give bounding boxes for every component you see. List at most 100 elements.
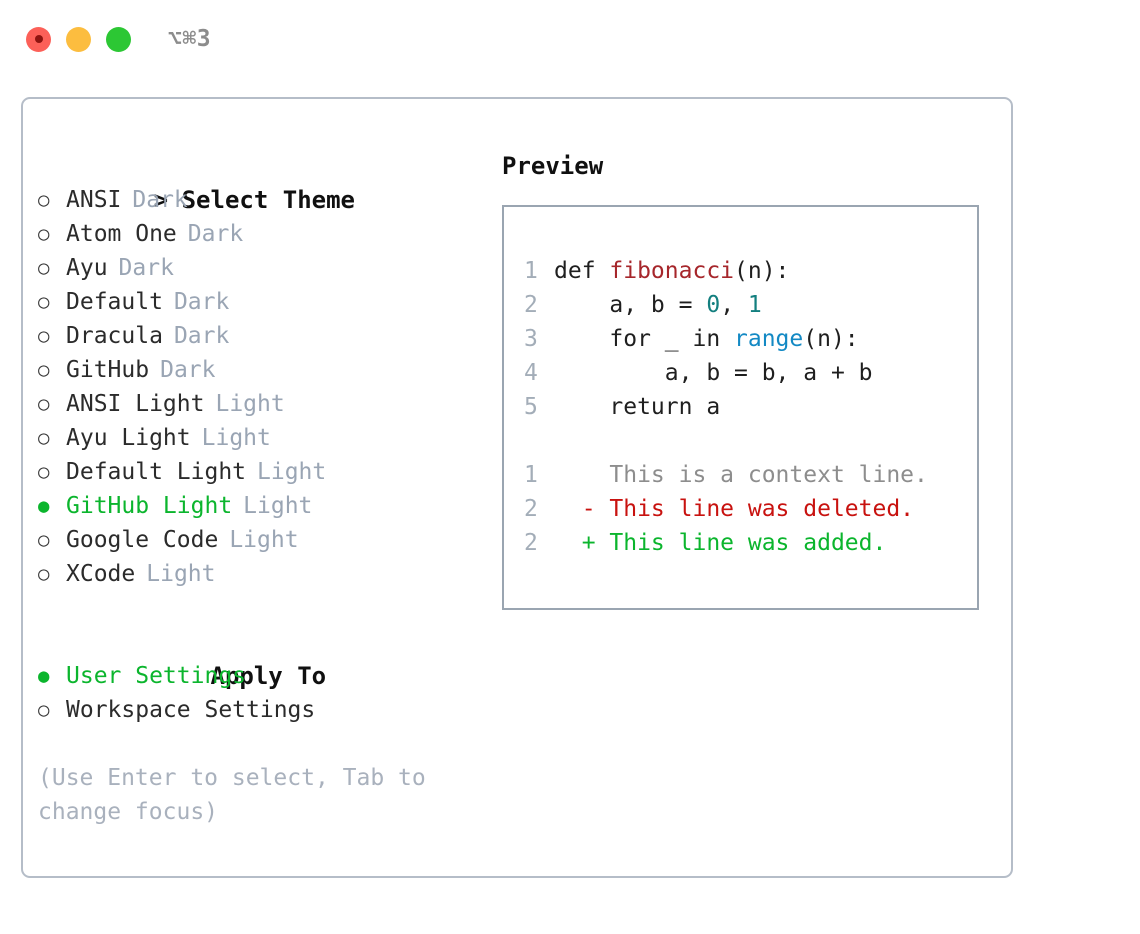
code-line-1: 2 a, b = 0, 1 <box>524 288 977 322</box>
theme-option-label: Default Light <box>66 459 247 485</box>
code-token: 0 <box>706 292 721 318</box>
radio-unselected-icon: ○ <box>38 393 50 415</box>
theme-option-tag: Dark <box>173 289 230 315</box>
theme-option-10[interactable]: ○ Google Code Light <box>38 523 468 557</box>
theme-option-tag: Light <box>146 561 216 587</box>
code-token: a, b = <box>554 292 707 318</box>
radio-unselected-icon: ○ <box>38 257 50 279</box>
apply-to-section: Apply To ● User Settings ○ Workspace Settin… <box>38 625 468 727</box>
code-token: range <box>734 326 804 352</box>
theme-option-tag: Dark <box>160 357 216 383</box>
code-line-number: 1 <box>524 258 538 284</box>
radio-unselected-icon: ○ <box>38 325 50 347</box>
radio-unselected-icon: ○ <box>38 359 50 381</box>
minimize-button[interactable] <box>66 26 91 52</box>
maximize-button[interactable] <box>106 26 131 52</box>
apply-to-option-0[interactable]: ● User Settings <box>38 659 468 693</box>
theme-option-tag: Light <box>201 425 271 451</box>
diff-line-0: 1 This is a context line. <box>524 458 977 492</box>
apply-to-option-label: User Settings <box>66 663 247 689</box>
theme-option-9[interactable]: ● GitHub Light Light <box>38 489 468 523</box>
code-token: 1 <box>747 292 762 318</box>
apply-to-option-label: Workspace Settings <box>66 697 316 723</box>
code-token: def <box>554 258 610 284</box>
code-line-number: 5 <box>524 394 538 420</box>
theme-option-2[interactable]: ○ Ayu Dark <box>38 251 468 285</box>
theme-option-label: GitHub <box>66 357 150 383</box>
preview-title: Preview <box>502 152 604 180</box>
theme-option-8[interactable]: ○ Default Light Light <box>38 455 468 489</box>
theme-option-1[interactable]: ○ Atom One Dark <box>38 217 468 251</box>
close-button[interactable] <box>26 26 51 52</box>
theme-option-label: GitHub Light <box>66 493 233 519</box>
code-line-number: 3 <box>524 326 538 352</box>
theme-option-3[interactable]: ○ Default Dark <box>38 285 468 319</box>
keyboard-hint: (Use Enter to select, Tab to change focu… <box>38 765 440 825</box>
theme-option-label: Google Code <box>66 527 219 553</box>
code-token: fibonacci <box>609 258 735 284</box>
theme-option-tag: Dark <box>173 323 230 349</box>
page-title: Select Theme <box>181 186 355 214</box>
caret-icon: > <box>153 186 169 214</box>
theme-option-label: Default <box>66 289 163 315</box>
theme-option-tag: Light <box>243 493 313 519</box>
apply-to-title: Apply To <box>210 662 327 690</box>
theme-option-tag: Light <box>215 391 285 417</box>
code-line-number: 2 <box>524 292 538 318</box>
diff-line-number: 2 <box>524 496 538 522</box>
diff-line-2: 2 + This line was added. <box>524 526 977 560</box>
theme-option-tag: Dark <box>187 221 244 247</box>
theme-option-11[interactable]: ○ XCode Light <box>38 557 468 591</box>
diff-line-number: 2 <box>524 530 538 556</box>
theme-option-label: ANSI <box>66 187 122 213</box>
radio-unselected-icon: ○ <box>38 529 50 551</box>
code-token: (n): <box>734 258 790 284</box>
radio-unselected-icon: ○ <box>38 563 50 585</box>
theme-option-tag: Light <box>229 527 299 553</box>
apply-to-option-1[interactable]: ○ Workspace Settings <box>38 693 468 727</box>
theme-option-tag: Light <box>257 459 327 485</box>
code-token: a, b = b, a + b <box>554 360 873 386</box>
diff-line-text: - This line was deleted. <box>554 496 915 522</box>
radio-selected-icon: ● <box>38 495 50 517</box>
theme-option-tag: Dark <box>132 187 188 213</box>
radio-unselected-icon: ○ <box>38 699 50 721</box>
theme-option-5[interactable]: ○ GitHub Dark <box>38 353 468 387</box>
theme-picker-header: > Select Theme <box>38 149 468 214</box>
diff-line-number: 1 <box>524 462 538 488</box>
code-line-0: 1 def fibonacci(n): <box>524 254 977 288</box>
theme-option-label: Atom One <box>66 221 177 247</box>
code-token: for _ in <box>554 326 735 352</box>
code-line-3: 4 a, b = b, a + b <box>524 356 977 390</box>
code-line-2: 3 for _ in range(n): <box>524 322 977 356</box>
theme-option-6[interactable]: ○ ANSI Light Light <box>38 387 468 421</box>
theme-option-label: Ayu <box>66 255 108 281</box>
diff-sample: 1 This is a context line. 2 - This line w… <box>524 458 977 560</box>
theme-option-label: XCode <box>66 561 136 587</box>
title-bar: ⌥⌘3 <box>0 0 1140 78</box>
diff-line-text: + This line was added. <box>554 530 887 556</box>
radio-unselected-icon: ○ <box>38 291 50 313</box>
theme-option-label: ANSI Light <box>66 391 205 417</box>
theme-option-label: Dracula <box>66 323 163 349</box>
theme-option-4[interactable]: ○ Dracula Dark <box>38 319 468 353</box>
radio-unselected-icon: ○ <box>38 223 50 245</box>
code-diff-spacer <box>524 424 977 458</box>
code-token: (n): <box>803 326 859 352</box>
code-line-number: 4 <box>524 360 538 386</box>
apply-to-header: Apply To <box>38 625 468 690</box>
theme-option-tag: Dark <box>118 255 174 281</box>
diff-line-text: This is a context line. <box>554 462 928 488</box>
code-token: return a <box>554 394 721 420</box>
radio-unselected-icon: ○ <box>38 461 50 483</box>
radio-selected-icon: ● <box>38 665 50 687</box>
